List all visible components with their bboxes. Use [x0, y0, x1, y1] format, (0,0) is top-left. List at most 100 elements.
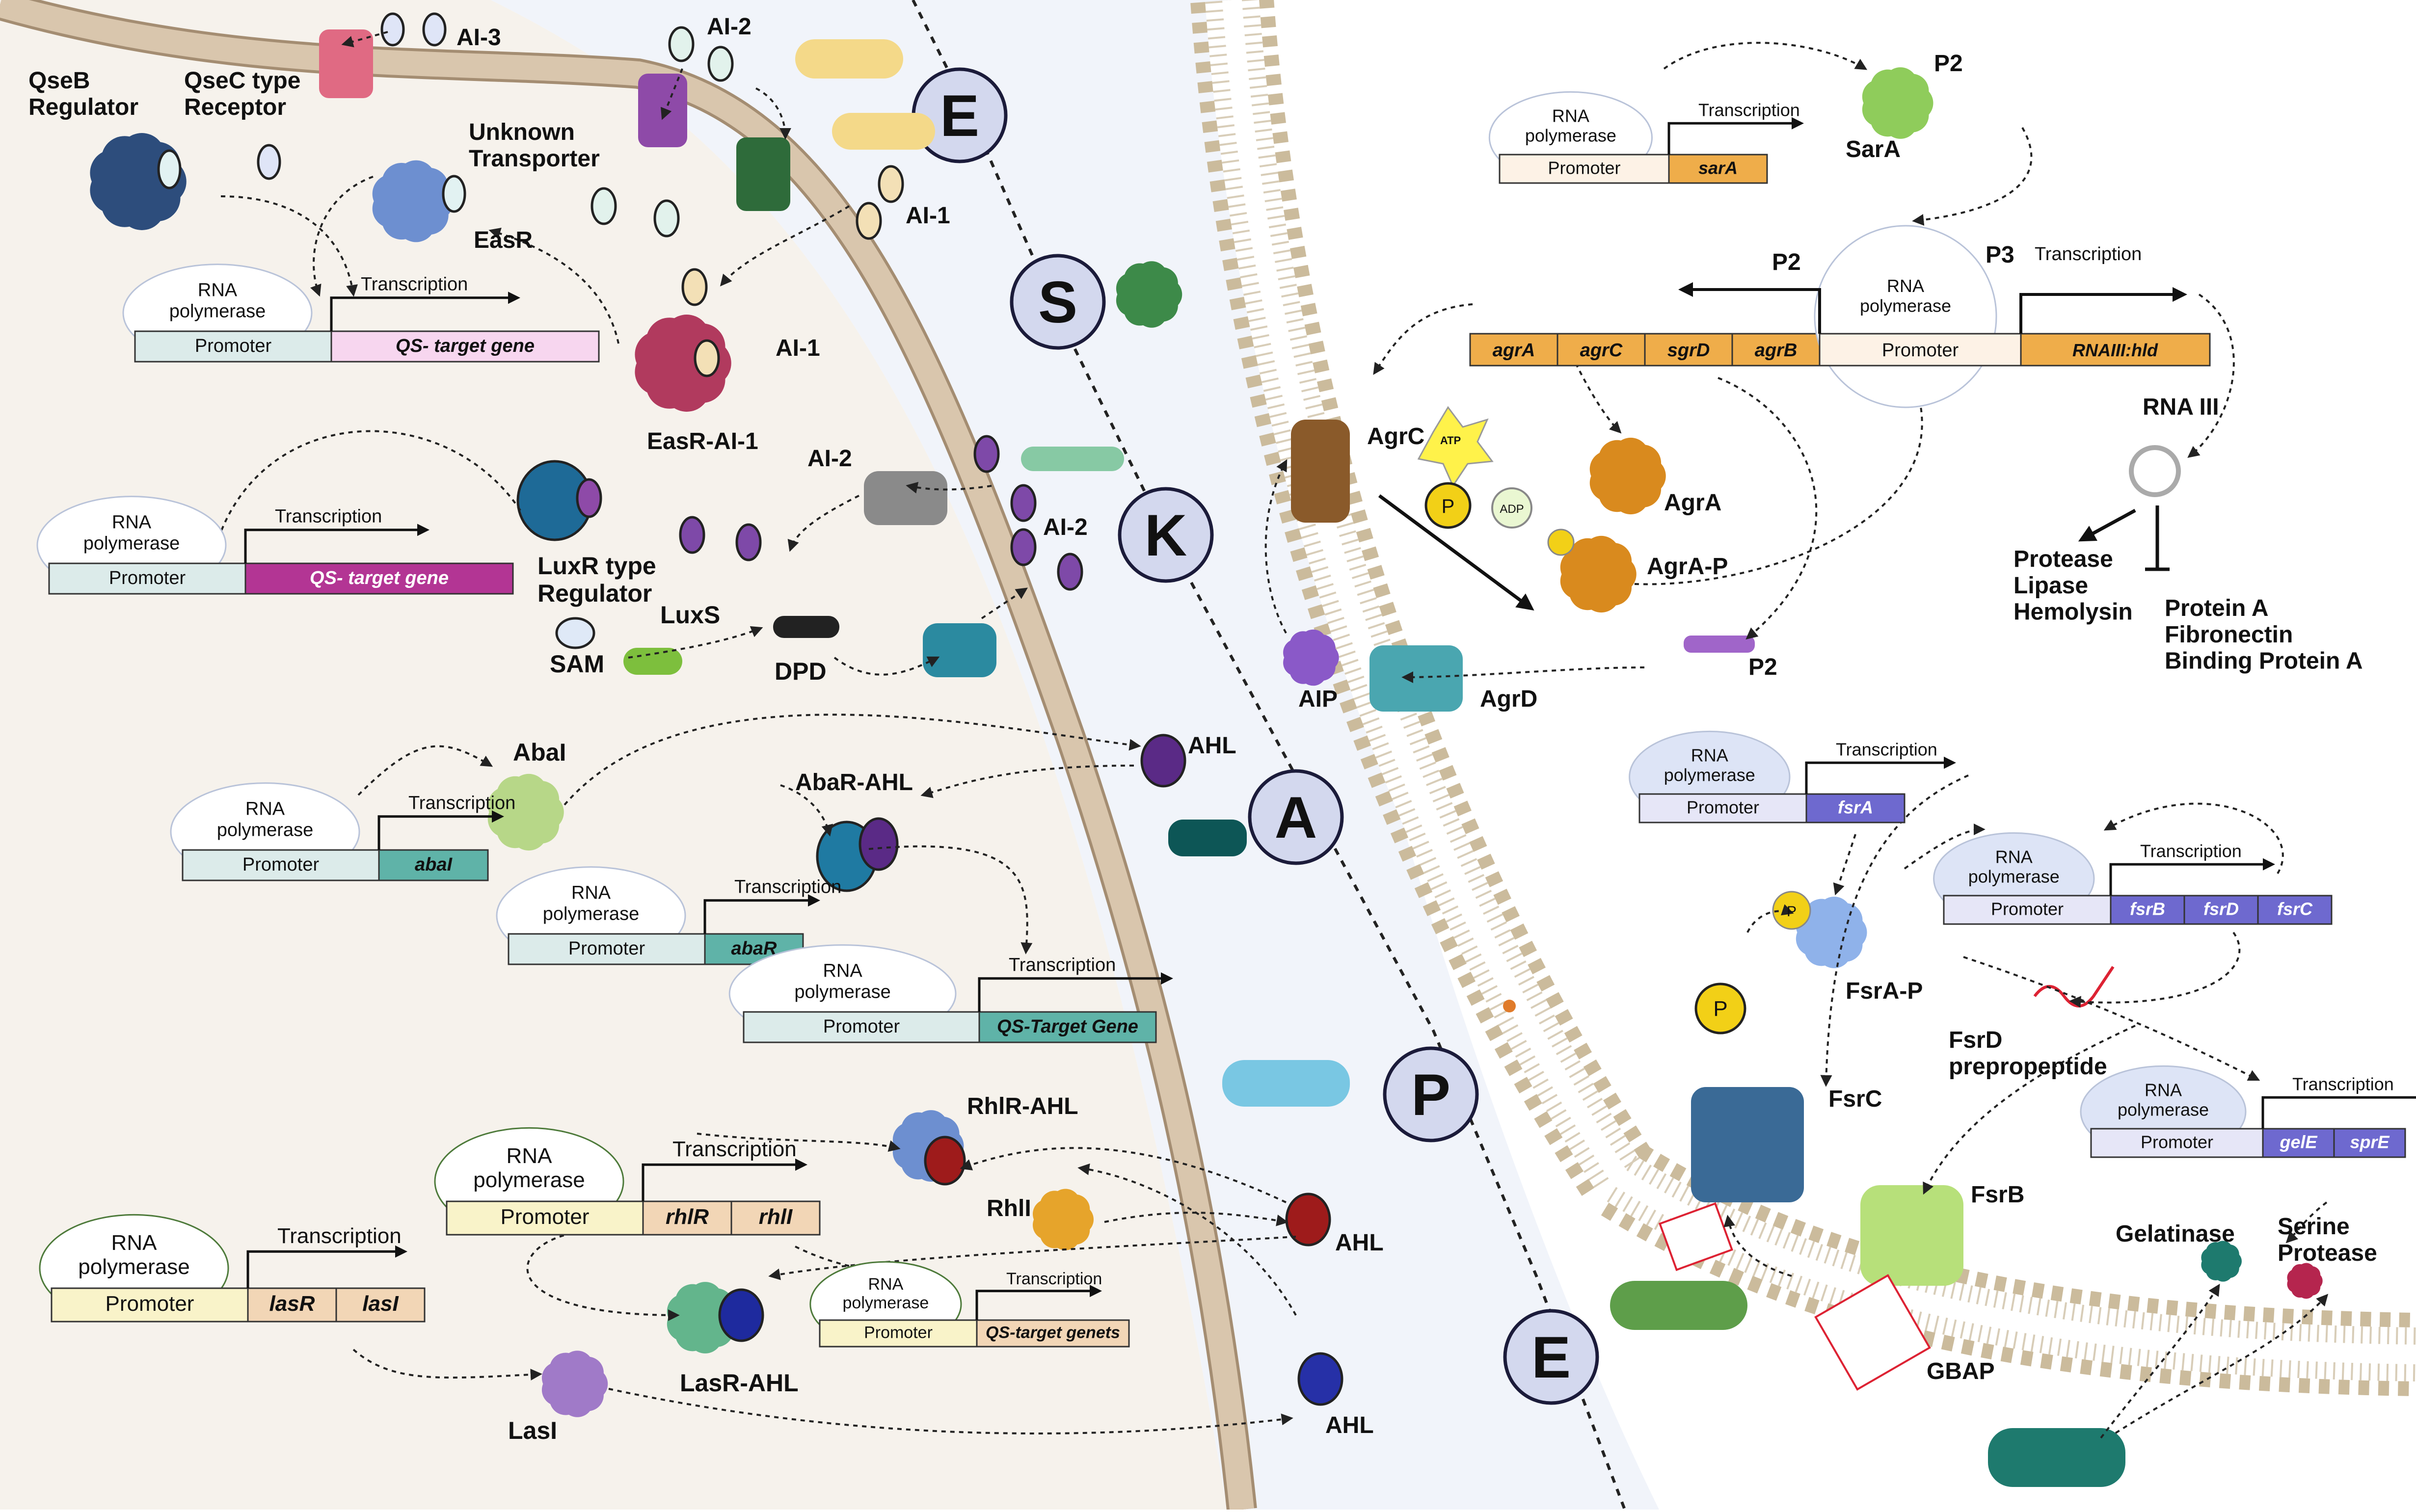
ai2-top-label: AI-2 [707, 14, 752, 40]
promoter-label: Promoter [2141, 1132, 2213, 1152]
arrow-rhlr-gene [697, 1133, 901, 1152]
promoter-box [819, 1319, 978, 1348]
phosphate-fsrc-icon [1694, 982, 1746, 1035]
gene-box [378, 849, 489, 881]
arrow-to-gele [1963, 956, 2260, 1081]
atp-burst [1417, 406, 1494, 488]
gene-box [2333, 1128, 2406, 1158]
gene-label: rhlR [666, 1205, 709, 1229]
arrow-rna-iii [2187, 293, 2235, 458]
gene-box [976, 1319, 1130, 1348]
unknown-transporter [638, 74, 687, 147]
transcription-label: Transcription [2292, 1074, 2394, 1094]
promoter-label: Promoter [823, 1016, 900, 1037]
transcription-arrow [377, 810, 504, 850]
easr-ai1-cap [694, 339, 720, 377]
promoter-label: Promoter [1687, 797, 1759, 817]
arrow-fsra-p-to-gene [1904, 823, 1986, 870]
ai1-mid-label: AI-1 [776, 335, 820, 361]
gbap-label: GBAP [1927, 1358, 1995, 1384]
green-cocci [1116, 261, 1182, 328]
arrow-teal-out [981, 587, 1028, 619]
ahl-top [1140, 734, 1186, 788]
transcription-label: Transcription [361, 274, 468, 294]
luxr-cap [576, 478, 602, 518]
arrow-ahl-to-abar [920, 765, 1134, 798]
rhli-synthase [1032, 1189, 1094, 1250]
eskape-letter-2: S [1010, 254, 1106, 350]
promoter-label: Promoter [195, 336, 272, 356]
gene-label: lasI [362, 1292, 399, 1316]
arrow-agrc-signal [1378, 494, 1534, 611]
agrc-receptor [1291, 420, 1350, 523]
arrow-luxs [628, 626, 763, 659]
transcription-label: Transcription [1698, 100, 1800, 120]
ai2-transporter [736, 137, 790, 211]
agrc-label: AgrC [1367, 424, 1424, 450]
green-streptococcus [1610, 1281, 1747, 1330]
arrow-ai2-pool [906, 481, 992, 494]
arrow-ai2-export [787, 495, 859, 552]
p2-top-label: P2 [1934, 51, 1963, 77]
right-membrane [1190, 0, 2416, 1396]
molecule-shapes [90, 12, 2323, 1487]
promoter-label: Promoter [568, 938, 645, 959]
sara-protein [1862, 67, 1933, 139]
eskape-letter-3: K [1118, 487, 1214, 583]
ai2-purple-6 [735, 523, 762, 561]
transcription-arrow [2261, 1096, 2416, 1129]
gene-label: abaR [731, 938, 777, 959]
arrow-p-to-fsra [1746, 904, 1794, 933]
transcription-arrow [1667, 117, 1804, 155]
agra-p-label: AgrA-P [1647, 554, 1728, 580]
eskape-letter-1: E [912, 67, 1008, 163]
arrow-dpd [833, 656, 940, 676]
luxs-label: LuxS [660, 601, 720, 629]
agra-protein [1589, 437, 1666, 515]
gene-label: fsrD [2203, 899, 2239, 919]
transcription-arrow [642, 1158, 807, 1201]
atp-label: ATP [1440, 434, 1461, 447]
gene-label: lasR [269, 1292, 315, 1316]
luxs-enzyme [623, 648, 682, 675]
promoter-label: Promoter [864, 1324, 933, 1342]
gene-box [2110, 895, 2185, 925]
ai1-right-label: AI-1 [906, 203, 950, 229]
promoter-box [134, 330, 332, 363]
sam-label: SAM [550, 650, 604, 678]
eskape-letter-text: E [940, 83, 979, 149]
transcription-arrow [703, 894, 820, 934]
agrd-transporter [1369, 645, 1463, 712]
gene-label: fsrA [1838, 797, 1873, 817]
rna-iii-icon [2129, 445, 2181, 497]
aip-label: AIP [1298, 686, 1338, 712]
promoter-box [1638, 793, 1807, 823]
ai2-purple-4 [1057, 553, 1083, 591]
gbap-inset [1814, 1274, 1931, 1391]
transcription-label: Transcription [1836, 740, 1937, 760]
eskape-letter-text: K [1145, 503, 1187, 568]
qsec-receptor [319, 29, 373, 98]
lasi-synthase [541, 1351, 608, 1417]
gene-box [335, 1287, 426, 1323]
ai3-molecule-1 [380, 12, 405, 47]
eskape-letter-text: E [1531, 1325, 1571, 1390]
ahl-2-label: AHL [1335, 1230, 1384, 1256]
ai2-mid-label: AI-2 [807, 446, 852, 472]
transcription-label: Transcription [408, 793, 515, 813]
promoter-box [743, 1011, 980, 1043]
transcription-label: Transcription [277, 1224, 402, 1248]
arrow-ahl-to-rhlr [960, 1147, 1287, 1203]
transcription-label: Transcription [2140, 841, 2242, 861]
